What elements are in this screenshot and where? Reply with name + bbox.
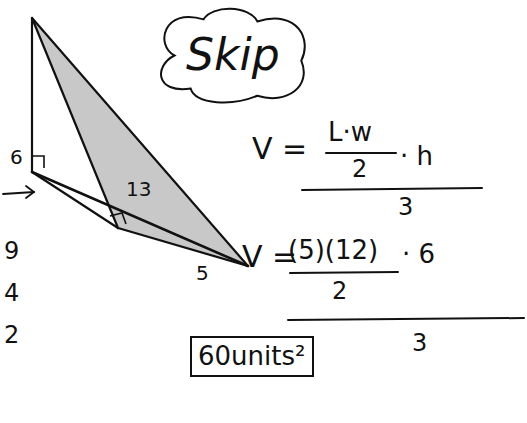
math-label: V = [252, 132, 307, 165]
cloud-path [161, 9, 305, 103]
math-label: L·w [328, 118, 372, 147]
cloud-note: Skip [152, 4, 314, 107]
math-label: 3 [398, 194, 413, 220]
note-text: Skip [186, 31, 280, 79]
answer-box: 60units² [190, 336, 314, 377]
fraction-lines [288, 153, 524, 320]
answer-text: 60units² [198, 342, 305, 371]
math-label: 2 [332, 278, 347, 304]
math-label: 5 [196, 262, 209, 284]
math-label: 13 [126, 178, 151, 200]
math-label: 2 [4, 322, 19, 348]
right-angle-mark [110, 213, 126, 224]
math-label: · 6 [402, 240, 435, 269]
right-angle-mark [32, 156, 44, 168]
math-label: 2 [352, 156, 367, 182]
math-label: · h [400, 142, 433, 171]
math-label: 3 [412, 330, 427, 356]
math-label: 9 [4, 238, 19, 264]
math-label: 4 [4, 280, 19, 306]
margin-arrow [3, 186, 34, 198]
math-label: (5)(12) [288, 236, 378, 265]
math-label: 6 [10, 146, 23, 168]
